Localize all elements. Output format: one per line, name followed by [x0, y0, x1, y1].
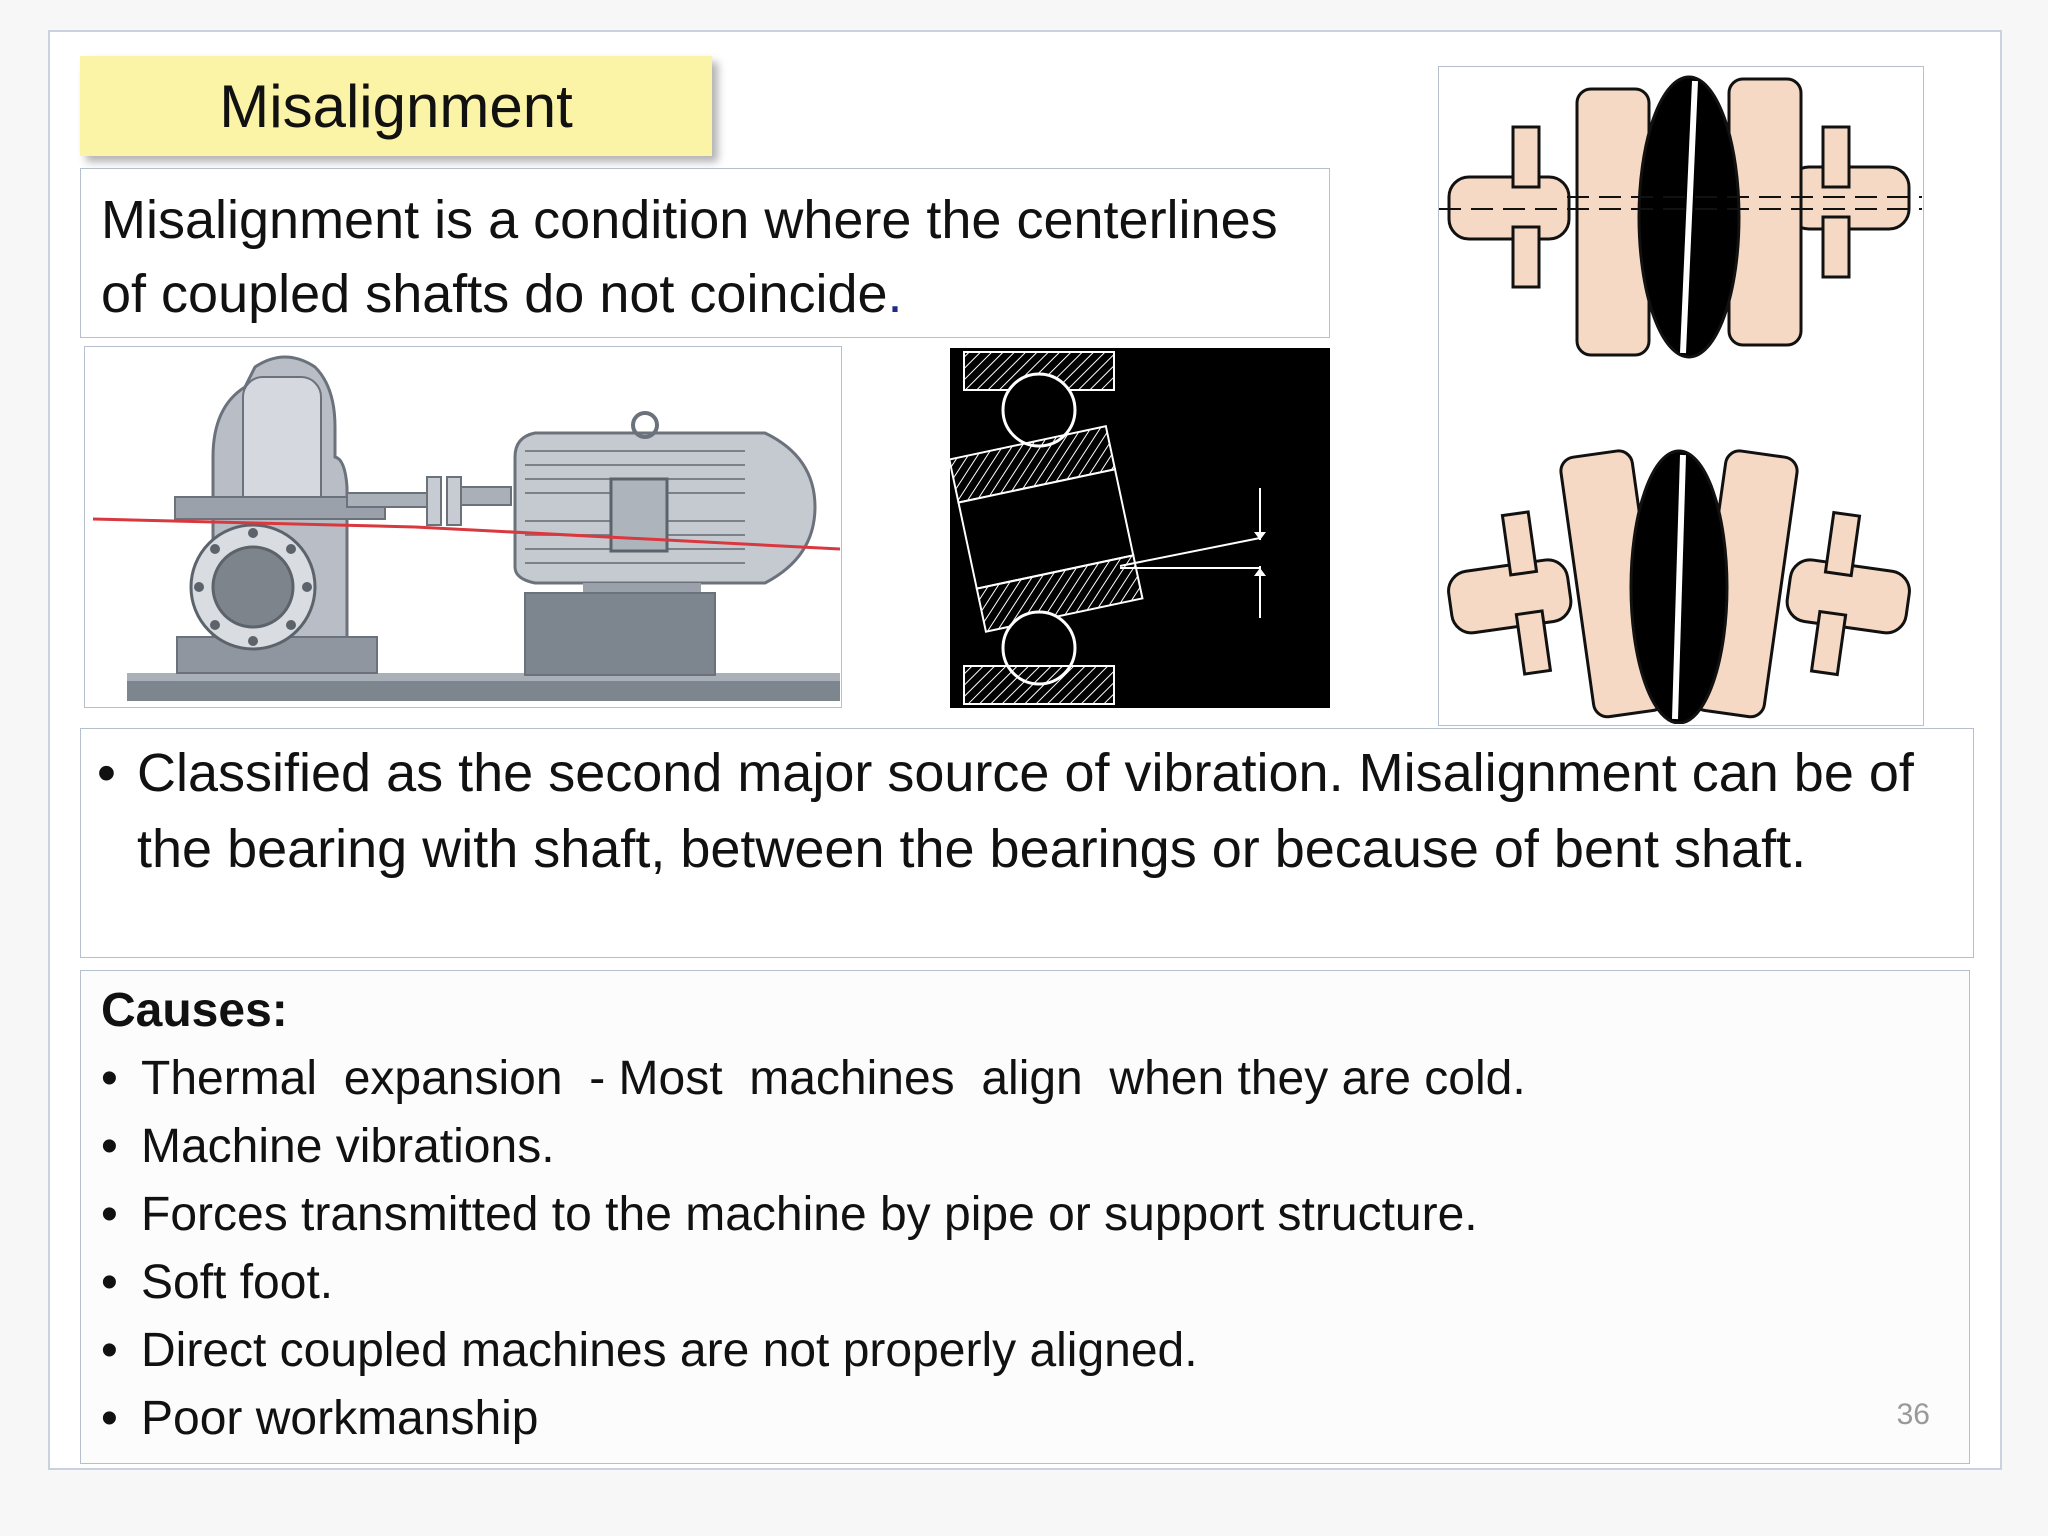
- cause-item-poor-workmanship: Poor workmanship: [101, 1385, 1949, 1453]
- cause-item-soft-foot: Soft foot.: [101, 1249, 1949, 1317]
- coupling-misalignment-illustration: [1438, 66, 1924, 726]
- slide-title-text: Misalignment: [219, 72, 573, 140]
- bearing-misalignment-illustration: [950, 348, 1330, 708]
- cause-item-thermal-expansion: Thermal expansion - Most machines align …: [101, 1045, 1949, 1113]
- definition-period: .: [887, 264, 903, 324]
- page-number: 36: [1896, 1398, 1930, 1431]
- definition-box: Misalignment is a condition where the ce…: [80, 168, 1330, 338]
- cause-item-machine-vibrations: Machine vibrations.: [101, 1113, 1949, 1181]
- pump-motor-illustration: [84, 346, 842, 708]
- classification-bullet: Classified as the second major source of…: [97, 735, 1953, 887]
- causes-list: Thermal expansion - Most machines align …: [101, 1045, 1949, 1453]
- classification-box: Classified as the second major source of…: [80, 728, 1974, 958]
- slide: Misalignment Misalignment is a condition…: [48, 30, 2002, 1470]
- cause-item-direct-coupled: Direct coupled machines are not properly…: [101, 1317, 1949, 1385]
- causes-box: Causes: Thermal expansion - Most machine…: [80, 970, 1970, 1464]
- slide-title: Misalignment: [80, 56, 712, 156]
- definition-text: Misalignment is a condition where the ce…: [101, 190, 1278, 324]
- cause-item-transmitted-forces: Forces transmitted to the machine by pip…: [101, 1181, 1949, 1249]
- causes-heading: Causes:: [101, 984, 288, 1037]
